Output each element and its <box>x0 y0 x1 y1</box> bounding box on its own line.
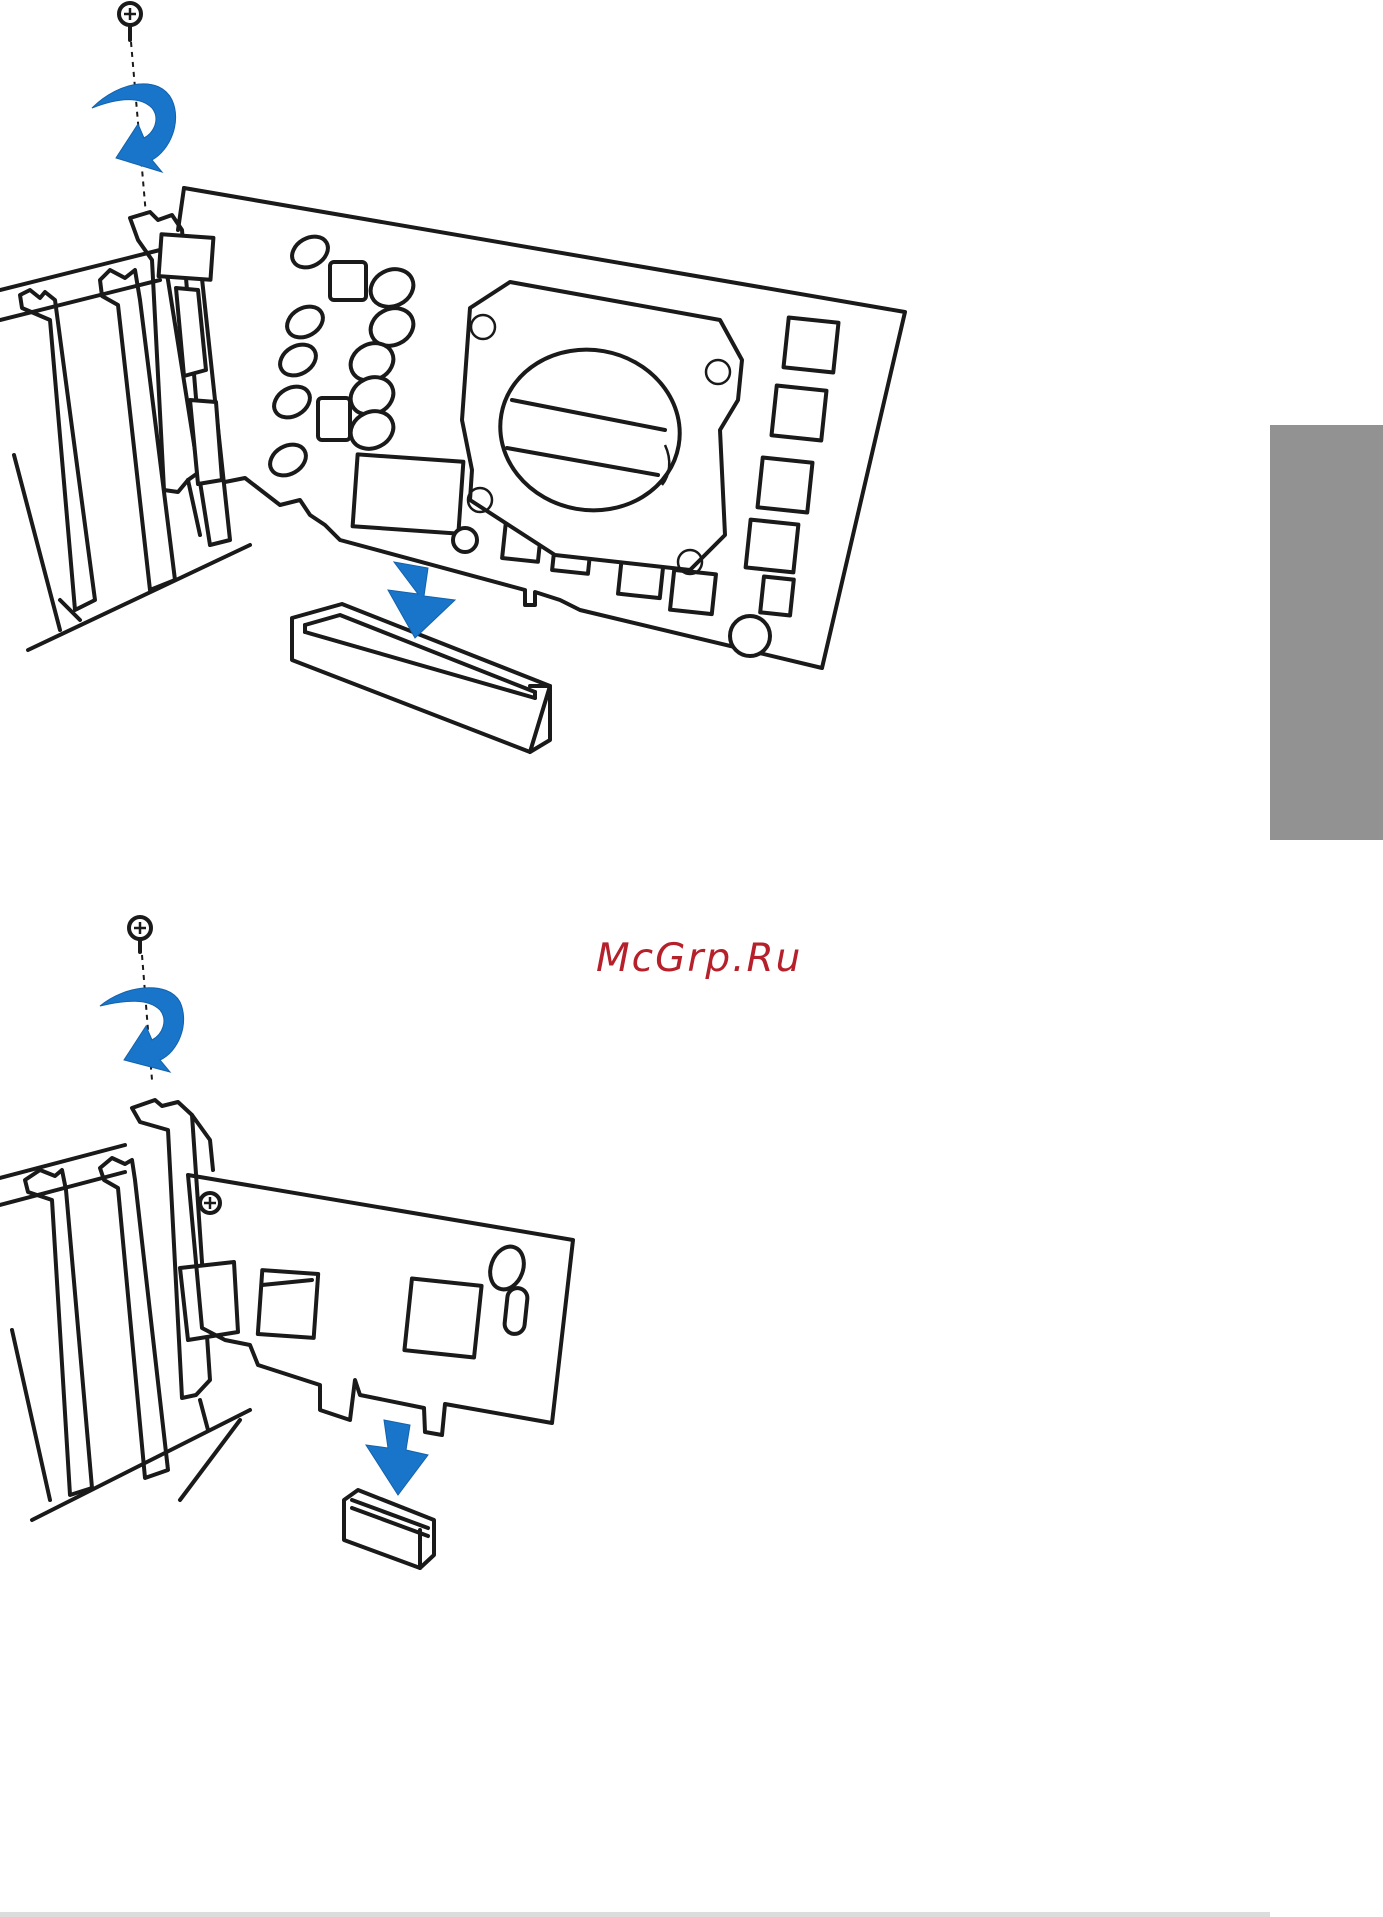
x1-card-illustration <box>0 917 573 1568</box>
screw-icon <box>119 3 141 40</box>
card-bracket-lower <box>132 1100 238 1430</box>
memory-chips <box>746 318 839 616</box>
down-arrow-icon-lower <box>366 1420 428 1495</box>
rotate-arrow-icon-lower <box>100 988 184 1072</box>
x16-card-illustration <box>0 3 905 752</box>
x1-card-components <box>258 1242 530 1358</box>
rotate-arrow-icon <box>92 84 176 172</box>
pcie-x1-slot <box>344 1490 434 1568</box>
screw-icon-lower <box>129 917 151 952</box>
card-bracket <box>130 212 222 535</box>
